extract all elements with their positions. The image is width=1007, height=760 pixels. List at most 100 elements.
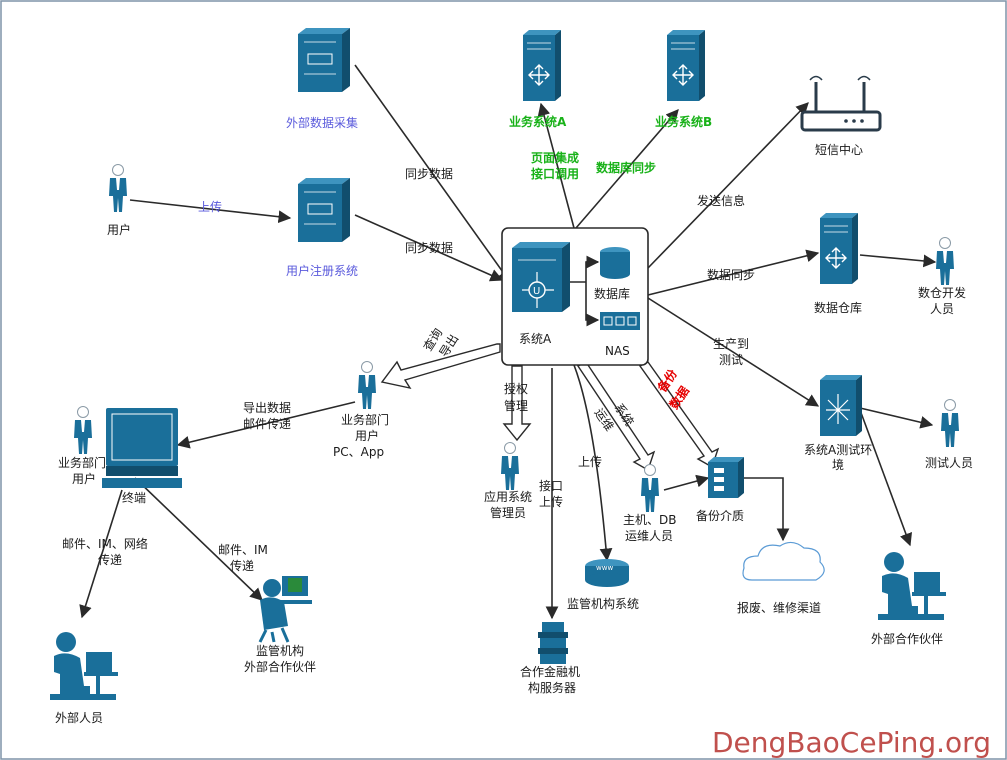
test-env-label-2: 境 <box>832 457 844 472</box>
edge-label-prod-test-1: 生产到 <box>713 337 749 351</box>
database-label: 数据库 <box>594 286 630 301</box>
edge-label-prod-test-2: 测试 <box>719 352 743 367</box>
edge-ops-to-backup <box>663 474 710 491</box>
edge-system-a-to-ops-hollow <box>576 361 656 472</box>
edge-system-a-to-sms <box>647 102 809 269</box>
biz-user-left-label-1: 业务部门 <box>58 455 106 470</box>
host-ops-person-icon <box>640 464 660 513</box>
edge-user-register-to-system-a <box>354 214 504 282</box>
sms-router-icon <box>800 75 882 132</box>
edge-backup-to-scrap <box>740 477 790 542</box>
edge-system-a-to-regulator-sys <box>573 364 613 562</box>
edge-label-upload: 上传 <box>578 454 602 469</box>
external-collect-server-icon <box>297 27 351 93</box>
edge-label-page-integration-1: 页面集成 <box>531 150 579 165</box>
edge-system-a-to-dw <box>647 249 820 296</box>
tester-label: 测试人员 <box>925 455 973 470</box>
app-admin-label-1: 应用系统 <box>484 489 532 504</box>
edge-system-a-to-backup-hollow <box>638 361 720 469</box>
edge-label-interface-upload-2: 上传 <box>539 494 563 509</box>
fin-server-label-1: 合作金融机 <box>520 664 580 679</box>
user-person-icon <box>108 164 128 213</box>
sms-label: 短信中心 <box>815 142 863 157</box>
edge-label-auth-mgmt-2: 管理 <box>504 398 528 413</box>
edge-system-a-to-test-env <box>647 297 820 407</box>
edge-label-sync2: 同步数据 <box>405 240 453 255</box>
dw-dev-label-2: 人员 <box>930 302 954 316</box>
system-a-label: 系统A <box>519 332 552 346</box>
tester-person-icon <box>940 399 960 448</box>
edge-label-send-msg: 发送信息 <box>697 193 745 208</box>
dw-server-icon <box>819 212 859 285</box>
biz-b-server-icon <box>666 29 706 102</box>
biz-user-left-label-2: 用户 <box>72 471 96 486</box>
edge-biz-user-to-terminal <box>176 401 356 449</box>
biz-user-pc-label-1: 业务部门 <box>341 412 389 427</box>
edge-label-upload-blue: 上传 <box>198 199 222 214</box>
edge-external-collect-to-system-a <box>354 64 511 284</box>
edge-label-page-integration-2: 接口调用 <box>531 166 579 181</box>
regulator-partner-workstation-icon <box>258 576 312 643</box>
external-person-label: 外部人员 <box>55 710 103 725</box>
dw-dev-label-1: 数仓开发 <box>918 285 966 300</box>
system-a-server-icon: U <box>512 242 570 312</box>
app-admin-person-icon <box>500 442 520 491</box>
edge-system-a-to-biz-user-hollow <box>380 343 501 390</box>
regulator-partner-label-1: 监管机构 <box>256 643 304 658</box>
user-register-server-icon <box>297 177 351 243</box>
backup-media-label: 备份介质 <box>696 509 744 523</box>
external-collect-label: 外部数据采集 <box>286 115 358 130</box>
user-label: 用户 <box>107 222 131 237</box>
scrap-cloud-icon <box>742 541 825 581</box>
external-person-workstation-icon <box>50 632 118 700</box>
svg-text:U: U <box>533 286 540 297</box>
terminal-computer-icon <box>102 408 182 488</box>
edge-label-auth-mgmt-1: 授权 <box>504 381 528 396</box>
user-register-label: 用户注册系统 <box>286 263 358 278</box>
edge-label-mail-im-net-1: 邮件、IM、网络 <box>62 536 148 551</box>
edge-terminal-to-regulator <box>134 477 263 601</box>
host-ops-label-1: 主机、DB <box>623 513 676 527</box>
test-env-server-icon <box>820 375 862 436</box>
test-env-label-1: 系统A测试环 <box>804 442 872 457</box>
biz-user-pc-label-2: 用户 <box>355 428 379 443</box>
svg-text:www: www <box>596 564 613 572</box>
dw-label: 数据仓库 <box>814 300 862 315</box>
edge-system-a-to-app-admin-hollow <box>502 365 532 442</box>
regulator-partner-label-2: 外部合作伙伴 <box>244 659 316 674</box>
fin-server-icon <box>538 622 568 664</box>
biz-user-pc-person-icon <box>357 361 377 410</box>
edge-label-db-sync: 数据库同步 <box>596 160 656 175</box>
app-admin-label-2: 管理员 <box>490 505 526 520</box>
scrap-channel-label: 报废、维修渠道 <box>737 600 821 615</box>
biz-b-label: 业务系统B <box>655 114 712 129</box>
edge-label-data-sync: 数据同步 <box>707 267 755 282</box>
biz-a-server-icon <box>522 29 562 102</box>
edge-label-mail-im-2: 传递 <box>230 558 254 573</box>
terminal-label: 终端 <box>122 490 146 505</box>
biz-user-pc-label-3: PC、App <box>333 445 384 459</box>
database-icon <box>600 247 630 279</box>
edge-system-a-to-biz-b <box>575 109 679 229</box>
right-partner-workstation-icon <box>878 552 946 620</box>
watermark-text: DengBaoCePing.org <box>712 726 991 759</box>
edge-label-export-mail-2: 邮件传递 <box>243 416 291 431</box>
dw-dev-person-icon <box>935 237 955 286</box>
edge-test-env-to-partner <box>859 409 913 547</box>
biz-a-label: 业务系统A <box>509 114 567 129</box>
regulator-sys-router-icon: www <box>585 559 629 587</box>
edge-system-a-to-biz-a <box>537 102 575 229</box>
biz-user-left-person-icon <box>73 406 93 455</box>
edge-dw-to-dw-dev <box>859 254 937 268</box>
edge-label-export-mail-1: 导出数据 <box>243 400 291 415</box>
edge-label-interface-upload-1: 接口 <box>539 478 563 493</box>
edge-label-sync1: 同步数据 <box>405 166 453 181</box>
edge-label-mail-im-1: 邮件、IM <box>218 543 268 557</box>
regulator-sys-label: 监管机构系统 <box>567 596 639 611</box>
fin-server-label-2: 构服务器 <box>528 680 576 695</box>
nas-icon <box>600 312 640 330</box>
nas-label: NAS <box>605 344 630 358</box>
edge-terminal-to-external-person <box>79 489 123 619</box>
edge-test-env-to-tester <box>859 407 934 429</box>
